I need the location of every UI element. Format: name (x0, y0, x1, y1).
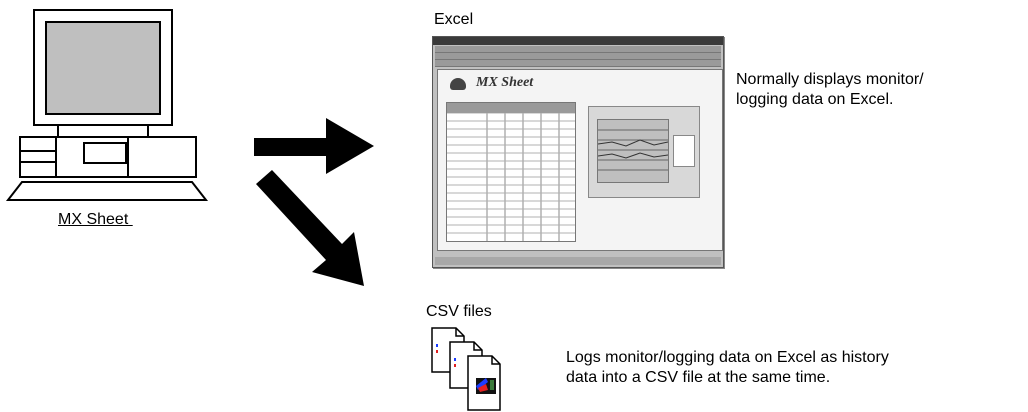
excel-title-bar (433, 37, 723, 45)
mx-sheet-logo-icon (450, 78, 466, 90)
excel-data-table (446, 102, 576, 242)
excel-menu-bar (435, 46, 721, 53)
mx-sheet-brand: MX Sheet (476, 75, 534, 90)
csv-file-icon-3 (467, 355, 501, 411)
arrows (254, 118, 374, 286)
arrow-down-right-icon (256, 170, 364, 286)
excel-chart (588, 106, 700, 198)
csv-description-line2: data into a CSV file at the same time. (566, 369, 831, 386)
excel-chart-plot (597, 119, 669, 183)
csv-files-icon (431, 327, 501, 411)
excel-formula-bar (435, 60, 721, 67)
excel-label: Excel (434, 11, 474, 28)
csv-description-line1: Logs monitor/logging data on Excel as hi… (566, 349, 889, 366)
excel-toolbar (435, 53, 721, 60)
csv-description: Logs monitor/logging data on Excel as hi… (566, 348, 889, 388)
excel-status-bar (435, 257, 721, 265)
computer-illustration (0, 0, 210, 222)
excel-chart-legend (673, 135, 695, 167)
arrow-right-icon (254, 118, 374, 174)
excel-description: Normally displays monitor/ logging data … (736, 70, 924, 110)
excel-description-line2: logging data on Excel. (736, 91, 894, 108)
computer-label: MX Sheet (58, 211, 133, 228)
excel-description-line1: Normally displays monitor/ (736, 71, 924, 88)
excel-sheet: MX Sheet (437, 69, 723, 251)
computer-icon (5, 9, 209, 201)
excel-window: MX Sheet (432, 36, 724, 268)
csv-label: CSV files (426, 303, 492, 320)
